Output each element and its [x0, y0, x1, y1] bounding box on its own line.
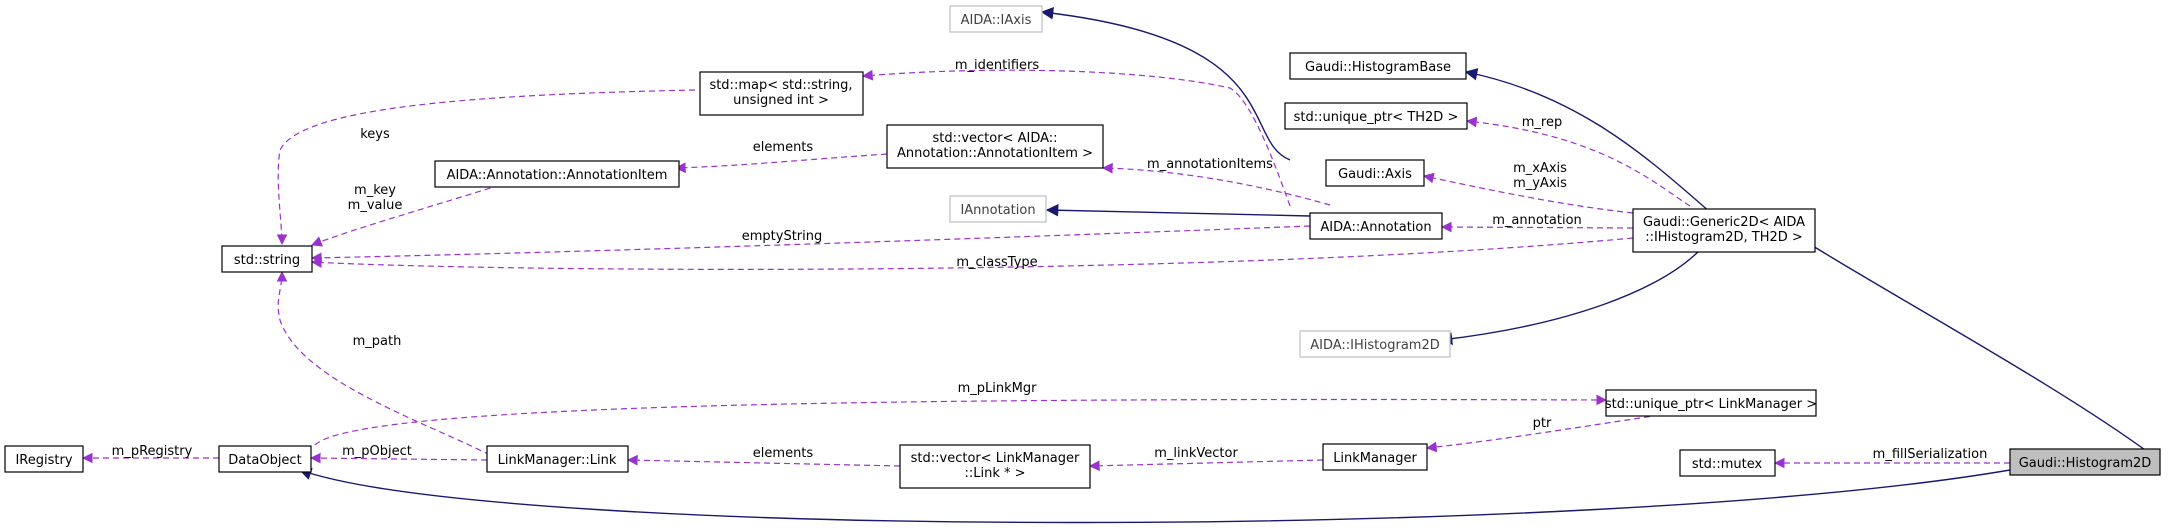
node-generic2d[interactable]: Gaudi::Generic2D< AIDA::IHistogram2D, TH…	[1632, 208, 1816, 253]
node-std-mutex[interactable]: std::mutex	[1679, 449, 1776, 477]
edge-generic2d-m-classtype	[310, 237, 1634, 270]
node-unique-ptr-linkmanager[interactable]: std::unique_ptr< LinkManager >	[1605, 389, 1817, 417]
node-std-string[interactable]: std::string	[221, 245, 313, 273]
edges	[81, 7, 2153, 524]
node-std-map[interactable]: std::map< std::string,unsigned int >	[699, 71, 864, 116]
node-linkmanager[interactable]: LinkManager	[1322, 443, 1428, 471]
node-aida-annotation[interactable]: AIDA::Annotation	[1309, 212, 1443, 240]
node-vector-link[interactable]: std::vector< LinkManager::Link * >	[899, 444, 1091, 489]
edge-link-m-path	[276, 270, 491, 456]
edge-label-m-fillserialization: m_fillSerialization	[1873, 447, 1988, 462]
edge-label-emptystring: emptyString	[742, 229, 823, 244]
edge-generic2d-m-annotation	[1440, 221, 1634, 233]
edge-annotation-m-identifiers	[861, 69, 1291, 207]
svg-text:Gaudi::HistogramBase: Gaudi::HistogramBase	[1305, 60, 1451, 75]
node-annotation-item[interactable]: AIDA::Annotation::AnnotationItem	[434, 160, 680, 188]
node-histogram-base[interactable]: Gaudi::HistogramBase	[1289, 52, 1467, 80]
edge-label-m-pregistry: m_pRegistry	[112, 444, 193, 459]
svg-text:std::unique_ptr< LinkManager >: std::unique_ptr< LinkManager >	[1605, 397, 1817, 412]
svg-text:IRegistry: IRegistry	[15, 453, 72, 468]
svg-text:std::vector< AIDA::Annotation:: std::vector< AIDA::Annotation::Annotatio…	[897, 131, 1093, 161]
edge-label-m-classtype: m_classType	[956, 255, 1037, 270]
node-iregistry[interactable]: IRegistry	[4, 445, 84, 473]
edge-dataobject-m-plinkmgr	[314, 394, 1608, 446]
edge-annotation-m-annotationitems	[1101, 162, 1331, 206]
svg-text:Gaudi::Axis: Gaudi::Axis	[1338, 167, 1412, 182]
edge-annotation-emptystring	[310, 225, 1311, 264]
edge-label-elements-annotation: elements	[753, 140, 814, 155]
edge-label-ptr: ptr	[1533, 416, 1552, 431]
edge-label-m-identifiers: m_identifiers	[955, 58, 1040, 73]
edge-label-m-rep: m_rep	[1522, 115, 1562, 130]
svg-text:std::string: std::string	[234, 253, 300, 268]
svg-text:IAnnotation: IAnnotation	[960, 203, 1035, 218]
edge-axis-inherits-aida-iaxis	[1040, 7, 1291, 161]
svg-text:std::vector< LinkManager::Link: std::vector< LinkManager::Link * >	[911, 451, 1080, 481]
edge-generic2d-m-rep	[1465, 116, 1691, 207]
edge-histogram2d-inherits-generic2d	[1766, 217, 2153, 456]
svg-text:Gaudi::Histogram2D: Gaudi::Histogram2D	[2019, 456, 2152, 471]
edge-label-m-annotationitems: m_annotationItems	[1147, 157, 1273, 172]
edge-label-m-linkvector: m_linkVector	[1154, 446, 1238, 461]
edge-label-m-annotation: m_annotation	[1492, 213, 1582, 228]
edge-annotationitem-m-key-value	[310, 184, 501, 247]
svg-text:Gaudi::Generic2D< AIDA::IHisto: Gaudi::Generic2D< AIDA::IHistogram2D, TH…	[1643, 215, 1805, 245]
edge-label-elements-link: elements	[753, 446, 814, 461]
svg-text:AIDA::IHistogram2D: AIDA::IHistogram2D	[1310, 338, 1440, 353]
svg-text:AIDA::Annotation::AnnotationIt: AIDA::Annotation::AnnotationItem	[447, 168, 668, 183]
nodes: Gaudi::Histogram2D Gaudi::Generic2D< AID…	[4, 5, 2161, 489]
edge-linkmanager-m-linkvector	[1088, 459, 1324, 472]
edge-annotation-inherits-iannotation	[1045, 203, 1311, 217]
node-linkmanager-link[interactable]: LinkManager::Link	[486, 445, 629, 473]
edge-vector-annotationitem-elements	[674, 153, 888, 174]
node-vector-annotation-item[interactable]: std::vector< AIDA::Annotation::Annotatio…	[886, 124, 1104, 169]
node-histogram2d[interactable]: Gaudi::Histogram2D	[2009, 448, 2161, 476]
edge-label-keys: keys	[360, 127, 390, 142]
svg-text:LinkManager: LinkManager	[1333, 451, 1417, 466]
edge-vector-link-elements	[626, 454, 901, 467]
edge-map-keys	[276, 89, 696, 246]
edge-generic2d-inherits-aida-ihistogram2d	[1439, 249, 1701, 345]
node-aida-iaxis[interactable]: AIDA::IAxis	[949, 5, 1043, 33]
node-iannotation[interactable]: IAnnotation	[949, 195, 1047, 223]
edge-label-m-plinkmgr: m_pLinkMgr	[958, 381, 1038, 396]
node-unique-ptr-th2d[interactable]: std::unique_ptr< TH2D >	[1284, 102, 1468, 130]
svg-text:std::unique_ptr< TH2D >: std::unique_ptr< TH2D >	[1294, 110, 1459, 125]
node-dataobject[interactable]: DataObject	[218, 445, 312, 473]
svg-text:AIDA::IAxis: AIDA::IAxis	[961, 13, 1032, 28]
edge-label-m-path: m_path	[353, 334, 402, 349]
edge-generic2d-inherits-histogram-base	[1464, 68, 1711, 213]
svg-text:DataObject: DataObject	[228, 453, 301, 468]
svg-text:AIDA::Annotation: AIDA::Annotation	[1320, 220, 1431, 235]
node-axis[interactable]: Gaudi::Axis	[1325, 159, 1425, 187]
svg-text:LinkManager::Link: LinkManager::Link	[498, 453, 617, 468]
node-aida-ihistogram2d[interactable]: AIDA::IHistogram2D	[1299, 330, 1451, 358]
svg-text:std::mutex: std::mutex	[1692, 457, 1763, 472]
edge-histogram2d-inherits-dataobject	[298, 467, 2011, 524]
edge-label-m-pobject: m_pObject	[342, 444, 412, 459]
svg-text:std::map< std::string,unsigned: std::map< std::string,unsigned int >	[709, 78, 852, 108]
